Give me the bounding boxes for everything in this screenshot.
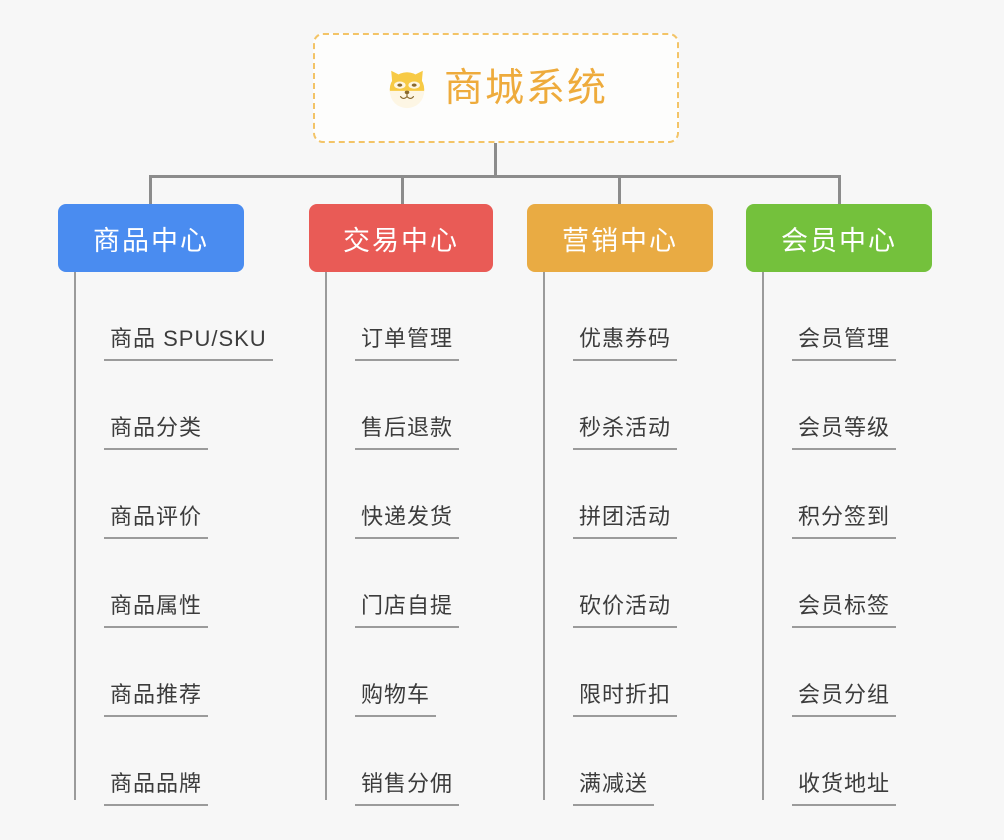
leaf-item[interactable]: 快递发货 bbox=[309, 450, 493, 539]
leaf-item[interactable]: 售后退款 bbox=[309, 361, 493, 450]
leaf-item-label: 积分签到 bbox=[792, 499, 897, 539]
leaf-item-label: 商品属性 bbox=[104, 588, 209, 628]
leaf-list-marketing-center: 优惠券码秒杀活动拼团活动砍价活动限时折扣满减送 bbox=[527, 272, 713, 806]
dog-face-icon bbox=[389, 70, 425, 109]
leaf-item-label: 商品评价 bbox=[104, 499, 209, 539]
category-header-label: 会员中心 bbox=[781, 225, 897, 256]
leaf-item[interactable]: 拼团活动 bbox=[527, 450, 713, 539]
leaf-item-label: 商品品牌 bbox=[104, 766, 209, 806]
leaf-item[interactable]: 门店自提 bbox=[309, 539, 493, 628]
connector-drop-marketing bbox=[618, 175, 621, 205]
leaf-item-label: 订单管理 bbox=[355, 321, 460, 361]
leaf-item-label: 快递发货 bbox=[355, 499, 460, 539]
leaf-item[interactable]: 限时折扣 bbox=[527, 628, 713, 717]
leaf-item[interactable]: 会员管理 bbox=[746, 272, 932, 361]
category-header-trade-center[interactable]: 交易中心 bbox=[309, 204, 493, 272]
leaf-rail-trade-center bbox=[325, 272, 327, 800]
leaf-list-member-center: 会员管理会员等级积分签到会员标签会员分组收货地址 bbox=[746, 272, 932, 806]
leaf-item-label: 商品推荐 bbox=[104, 677, 209, 717]
category-header-label: 商品中心 bbox=[93, 225, 209, 256]
leaf-item[interactable]: 购物车 bbox=[309, 628, 493, 717]
category-header-member-center[interactable]: 会员中心 bbox=[746, 204, 932, 272]
leaf-item-label: 会员分组 bbox=[792, 677, 897, 717]
category-column-trade-center: 交易中心订单管理售后退款快递发货门店自提购物车销售分佣 bbox=[309, 204, 493, 806]
leaf-item[interactable]: 订单管理 bbox=[309, 272, 493, 361]
root-title: 商城系统 bbox=[443, 66, 608, 110]
leaf-item[interactable]: 秒杀活动 bbox=[527, 361, 713, 450]
leaf-item[interactable]: 积分签到 bbox=[746, 450, 932, 539]
category-header-label: 交易中心 bbox=[343, 225, 459, 256]
leaf-item-label: 收货地址 bbox=[792, 766, 897, 806]
leaf-item[interactable]: 商品分类 bbox=[58, 361, 244, 450]
leaf-item-label: 售后退款 bbox=[355, 410, 460, 450]
leaf-item[interactable]: 满减送 bbox=[527, 717, 713, 806]
category-column-product-center: 商品中心商品 SPU/SKU 商品分类商品评价商品属性商品推荐商品品牌 bbox=[58, 204, 273, 806]
leaf-item[interactable]: 商品评价 bbox=[58, 450, 244, 539]
leaf-item-label: 秒杀活动 bbox=[573, 410, 678, 450]
leaf-item[interactable]: 商品推荐 bbox=[58, 628, 244, 717]
leaf-item-label: 拼团活动 bbox=[573, 499, 678, 539]
leaf-item[interactable]: 商品品牌 bbox=[58, 717, 244, 806]
leaf-rail-member-center bbox=[762, 272, 764, 800]
leaf-item[interactable]: 会员标签 bbox=[746, 539, 932, 628]
leaf-item[interactable]: 销售分佣 bbox=[309, 717, 493, 806]
category-column-marketing-center: 营销中心优惠券码秒杀活动拼团活动砍价活动限时折扣满减送 bbox=[527, 204, 713, 806]
leaf-item-label: 商品分类 bbox=[104, 410, 209, 450]
leaf-item-label: 限时折扣 bbox=[573, 677, 678, 717]
leaf-item-label: 满减送 bbox=[573, 766, 655, 806]
leaf-item[interactable]: 收货地址 bbox=[746, 717, 932, 806]
leaf-item[interactable]: 优惠券码 bbox=[527, 272, 713, 361]
connector-drop-trade bbox=[401, 175, 404, 205]
leaf-item-label: 会员标签 bbox=[792, 588, 897, 628]
category-header-product-center[interactable]: 商品中心 bbox=[58, 204, 244, 272]
leaf-item[interactable]: 砍价活动 bbox=[527, 539, 713, 628]
connector-drop-member bbox=[838, 175, 841, 205]
leaf-item-label: 优惠券码 bbox=[573, 321, 678, 361]
leaf-list-trade-center: 订单管理售后退款快递发货门店自提购物车销售分佣 bbox=[309, 272, 493, 806]
leaf-item-label: 会员管理 bbox=[792, 321, 897, 361]
category-column-member-center: 会员中心会员管理会员等级积分签到会员标签会员分组收货地址 bbox=[746, 204, 932, 806]
connector-horizontal-bus bbox=[149, 175, 841, 178]
leaf-item-label: 门店自提 bbox=[355, 588, 460, 628]
leaf-item-label: 会员等级 bbox=[792, 410, 897, 450]
leaf-item[interactable]: 商品属性 bbox=[58, 539, 244, 628]
leaf-item[interactable]: 会员等级 bbox=[746, 361, 932, 450]
leaf-list-product-center: 商品 SPU/SKU 商品分类商品评价商品属性商品推荐商品品牌 bbox=[58, 272, 273, 806]
leaf-item-label: 购物车 bbox=[355, 677, 437, 717]
connector-drop-product bbox=[149, 175, 152, 205]
connector-root-stem bbox=[494, 143, 497, 177]
leaf-rail-marketing-center bbox=[543, 272, 545, 800]
category-header-marketing-center[interactable]: 营销中心 bbox=[527, 204, 713, 272]
category-header-label: 营销中心 bbox=[562, 225, 678, 256]
leaf-item-label: 商品 SPU/SKU bbox=[104, 321, 273, 361]
root-node[interactable]: 商城系统 bbox=[313, 33, 679, 143]
leaf-item[interactable]: 会员分组 bbox=[746, 628, 932, 717]
leaf-item[interactable]: 商品 SPU/SKU bbox=[58, 272, 273, 361]
leaf-item-label: 砍价活动 bbox=[573, 588, 678, 628]
leaf-rail-product-center bbox=[74, 272, 76, 800]
leaf-item-label: 销售分佣 bbox=[355, 766, 460, 806]
